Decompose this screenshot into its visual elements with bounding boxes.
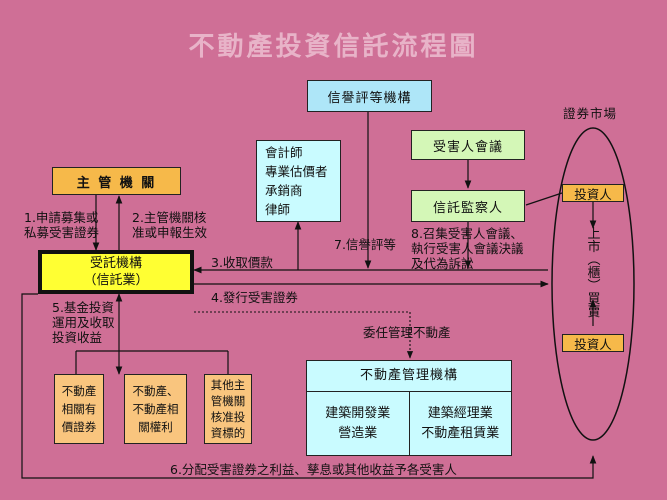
delegate-label: 委任管理不動產 <box>363 325 451 340</box>
target3-line3: 核准投 <box>210 410 246 424</box>
market-char-6: 買 <box>587 292 601 307</box>
re-management-box: 不動產管理機構 建築開發業 營造業 建築經理業 不動產租賃業 <box>306 360 512 456</box>
re-right-line2: 不動產租賃業 <box>421 426 500 441</box>
trustee-label-line1: 受託機構 <box>89 256 142 271</box>
step8-line3: 及代為訴訟 <box>411 256 474 271</box>
target3-line4: 資標的 <box>210 426 246 440</box>
investment-target-securities: 不動產 相關有 價證券 <box>54 374 104 444</box>
step6-label: 6.分配受害證券之利益、孳息或其他收益予各受害人 <box>170 462 457 477</box>
professionals-box: 會計師 專業估價者 承銷商 律師 <box>256 140 341 222</box>
re-management-left: 建築開發業 營造業 <box>307 392 410 456</box>
step5-line3: 投資收益 <box>52 330 103 345</box>
step7-label: 7.信譽評等 <box>334 237 396 252</box>
arrow-distribution <box>21 293 597 479</box>
securities-market-label: 證券市場 <box>563 106 618 121</box>
target2-line2: 不動產相 <box>132 402 179 416</box>
re-management-title: 不動產管理機構 <box>307 361 511 392</box>
trustee-label-line2: （信託業） <box>83 273 149 288</box>
step5-label: 5.基金投資 運用及收取 投資收益 <box>52 300 115 345</box>
securities-market-oval <box>551 127 635 441</box>
step2-line2: 准或申報生效 <box>132 225 208 240</box>
beneficiary-meeting-box: 受害人會議 <box>411 130 525 160</box>
step8-label: 8.召集受害人會議、 執行受害人會議決議 及代為訴訟 <box>411 226 524 271</box>
trustee-box: 受託機構 （信託業） <box>38 250 194 294</box>
step8-line1: 8.召集受害人會議、 <box>411 226 523 241</box>
re-management-body: 建築開發業 營造業 建築經理業 不動產租賃業 <box>307 392 511 456</box>
investment-target-other: 其他主 管機關 核准投 資標的 <box>204 374 252 444</box>
target3-line1: 其他主 <box>210 378 246 392</box>
re-left-line2: 營造業 <box>338 426 378 441</box>
target3-line2: 管機關 <box>210 394 246 408</box>
step3-label: 3.收取價款 <box>211 255 273 270</box>
trust-supervisor-box: 信託監察人 <box>411 190 525 222</box>
step1-line1: 1.申請募集或 <box>24 210 99 225</box>
credit-rating-label: 信譽評等機構 <box>327 90 412 106</box>
step1-line2: 私募受害證券 <box>24 225 100 240</box>
market-char-7: 賣 <box>587 305 601 320</box>
target2-line3: 關權利 <box>138 420 173 434</box>
step2-label: 2.主管機關核 准或申報生效 <box>132 210 207 240</box>
step4-label: 4.發行受害證券 <box>211 290 298 305</box>
professional-appraiser: 專業估價者 <box>265 164 328 179</box>
target2-line1: 不動產、 <box>132 384 179 398</box>
target1-line2: 相關有 <box>61 402 97 416</box>
competent-authority-box: 主 管 機 關 <box>52 167 181 195</box>
target1-line1: 不動產 <box>61 384 97 398</box>
market-char-3: ︵ <box>587 253 601 268</box>
market-char-4: 櫃 <box>587 266 601 281</box>
step5-line1: 5.基金投資 <box>52 300 114 315</box>
re-right-line1: 建築經理業 <box>427 406 493 421</box>
re-left-line1: 建築開發業 <box>325 406 391 421</box>
trust-supervisor-label: 信託監察人 <box>432 200 503 216</box>
professional-accountant: 會計師 <box>265 145 303 160</box>
investor-bottom-box: 投資人 <box>562 334 624 352</box>
investor-bottom-label: 投資人 <box>574 336 612 352</box>
step2-line1: 2.主管機關核 <box>132 210 207 225</box>
step5-line2: 運用及收取 <box>52 315 115 330</box>
credit-rating-box: 信譽評等機構 <box>307 80 432 112</box>
market-char-5: ︶ <box>587 279 601 294</box>
market-trading-vertical: 上 市 ︵ 櫃 ︶ 買 賣 <box>586 228 602 319</box>
market-char-1: 上 <box>587 227 601 242</box>
market-char-2: 市 <box>587 240 601 255</box>
beneficiary-meeting-label: 受害人會議 <box>432 139 503 155</box>
step8-line2: 執行受害人會議決議 <box>411 241 524 256</box>
arrow-delegate-management <box>194 311 414 359</box>
line-investor-supervisor <box>525 192 563 206</box>
re-management-right: 建築經理業 不動產租賃業 <box>410 392 512 456</box>
investment-target-rights: 不動產、 不動產相 關權利 <box>124 374 187 444</box>
diagram-title: 不動產投資信託流程圖 <box>188 32 479 62</box>
investor-top-box: 投資人 <box>562 184 624 202</box>
competent-authority-label: 主 管 機 關 <box>76 175 157 191</box>
investor-top-label: 投資人 <box>574 186 612 202</box>
target1-line3: 價證券 <box>61 420 97 434</box>
professional-underwriter: 承銷商 <box>265 183 303 198</box>
professional-lawyer: 律師 <box>265 202 291 217</box>
step1-label: 1.申請募集或 私募受害證券 <box>24 210 99 240</box>
